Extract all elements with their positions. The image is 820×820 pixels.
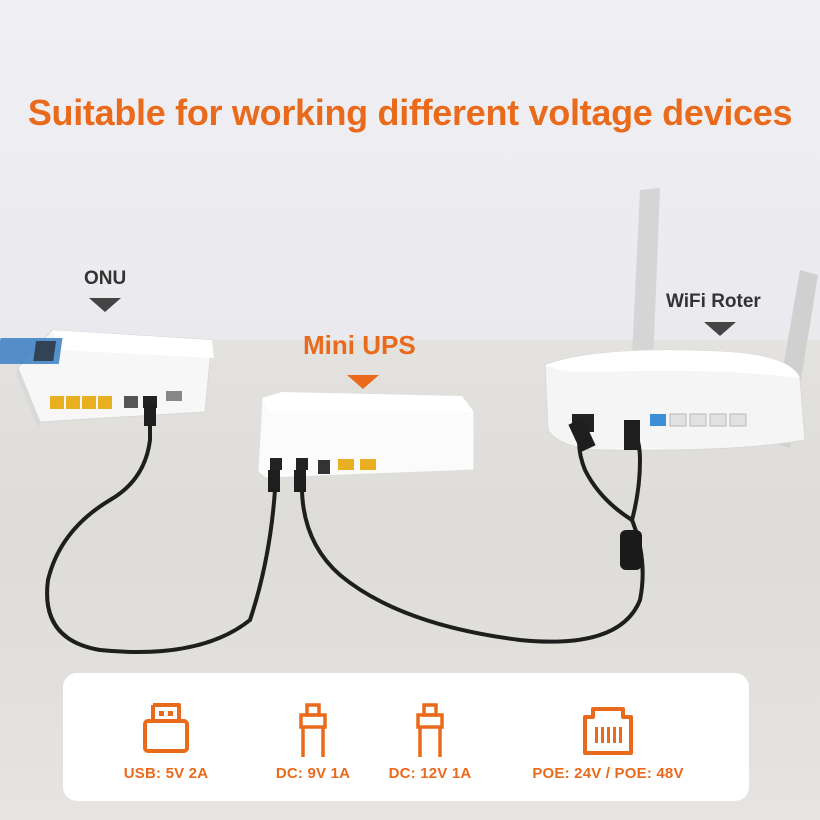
mini-ups-label: Mini UPS bbox=[303, 330, 416, 360]
spec-usb-label: USB: 5V 2A bbox=[123, 765, 209, 782]
spec-poe: POE: 24V / POE: 48V bbox=[510, 673, 706, 801]
mini-ups-device bbox=[257, 391, 475, 479]
spec-usb: USB: 5V 2A bbox=[101, 673, 231, 801]
onu-label: ONU bbox=[84, 268, 127, 289]
spec-panel: USB: 5V 2A DC: 9V 1A DC: 12V 1A POE: 24V… bbox=[63, 673, 749, 801]
dc-plug-icon bbox=[299, 703, 327, 757]
cables bbox=[45, 404, 645, 654]
ethernet-port-icon bbox=[583, 707, 633, 755]
wall-background bbox=[0, 0, 820, 360]
spec-dc-12v: DC: 12V 1A bbox=[370, 673, 490, 801]
dc-plug-icon bbox=[416, 703, 444, 757]
spec-dc-12v-label: DC: 12V 1A bbox=[388, 765, 472, 782]
onu-yellow-ports bbox=[50, 396, 112, 409]
mini-ups-arrow-icon bbox=[347, 375, 379, 389]
onu-arrow-icon bbox=[89, 298, 121, 312]
router-label: WiFi Roter bbox=[666, 291, 761, 312]
router-arrow-icon bbox=[704, 322, 736, 336]
onu-device bbox=[0, 329, 214, 428]
headline: Suitable for working different voltage d… bbox=[27, 92, 793, 133]
spec-poe-label: POE: 24V / POE: 48V bbox=[532, 765, 684, 782]
spec-dc-9v: DC: 9V 1A bbox=[253, 673, 373, 801]
router-device bbox=[544, 349, 806, 451]
usb-icon bbox=[143, 703, 189, 753]
spec-dc-9v-label: DC: 9V 1A bbox=[275, 765, 351, 782]
